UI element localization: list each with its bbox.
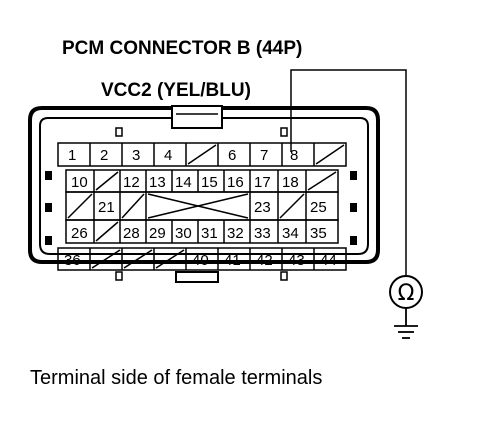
blank-slot-cross	[147, 193, 249, 219]
pin-label: 2	[100, 147, 108, 164]
blank-slot-diagonal	[307, 171, 337, 191]
blank-slot-diagonal	[279, 193, 305, 219]
pin-label: 10	[71, 174, 88, 191]
pin-label: 23	[254, 199, 271, 216]
pin-label: 35	[310, 225, 327, 242]
blank-slot-diagonal	[67, 193, 93, 219]
pin-label: 25	[310, 199, 327, 216]
pin-label: 40	[192, 252, 209, 269]
pin-labels-row-1: 1 2 3 4 6 7 8	[68, 147, 298, 164]
pin-label: 17	[254, 174, 271, 191]
pin-label: 12	[123, 174, 140, 191]
pin-label: 30	[175, 225, 192, 242]
ohmmeter-icon: Ω	[389, 275, 423, 309]
pin-label: 1	[68, 147, 76, 164]
blank-slot-diagonal	[187, 144, 217, 165]
pin-label: 34	[282, 225, 299, 242]
ohm-symbol: Ω	[398, 281, 415, 306]
pin-label: 15	[201, 174, 218, 191]
pin-label: 6	[228, 147, 236, 164]
probe-wire-label: VCC2 (YEL/BLU)	[101, 80, 251, 101]
pin-label: 18	[282, 174, 299, 191]
pin-label: 44	[320, 252, 337, 269]
pin-label: 3	[132, 147, 140, 164]
pin-label: 43	[288, 252, 305, 269]
pin-label: 29	[149, 225, 166, 242]
blank-slot-diagonal	[121, 193, 145, 219]
pin-label: 13	[149, 174, 166, 191]
pin-label: 14	[175, 174, 192, 191]
probe-wire	[290, 69, 407, 276]
ground-icon	[394, 308, 418, 339]
pin-label: 31	[201, 225, 218, 242]
blank-slot-diagonal	[315, 144, 345, 165]
pin-label: 41	[224, 252, 241, 269]
pin-label: 26	[71, 225, 88, 242]
pin-label: 42	[256, 252, 273, 269]
pin-labels-row-5: 36 40 41 42 43 44	[64, 252, 337, 269]
pin-label: 4	[164, 147, 172, 164]
side-lock-tabs	[45, 171, 357, 245]
pin-label: 32	[227, 225, 244, 242]
blank-slot-diagonal	[155, 249, 185, 269]
pin-labels-row-2: 10 12 13 14 15 16 17 18	[71, 174, 299, 191]
pin-labels-row-3: 21 23 25	[98, 199, 327, 216]
blank-slot-diagonal	[95, 221, 119, 242]
connector-title: PCM CONNECTOR B (44P)	[62, 38, 302, 59]
terminal-grid	[57, 142, 347, 271]
blank-slot-diagonal	[123, 249, 153, 269]
pin-label: 33	[254, 225, 271, 242]
pin-labels-row-4: 26 28 29 30 31 32 33 34 35	[71, 225, 327, 242]
pin-label: 16	[227, 174, 244, 191]
pin-label: 36	[64, 252, 81, 269]
blank-slot-diagonal	[95, 171, 119, 191]
pin-label: 7	[260, 147, 268, 164]
pin-label: 8	[290, 147, 298, 164]
pin-label: 21	[98, 199, 115, 216]
connector-housing	[28, 105, 380, 283]
blank-slot-diagonal	[91, 249, 121, 269]
caption: Terminal side of female terminals	[30, 367, 322, 389]
pin-label: 28	[123, 225, 140, 242]
